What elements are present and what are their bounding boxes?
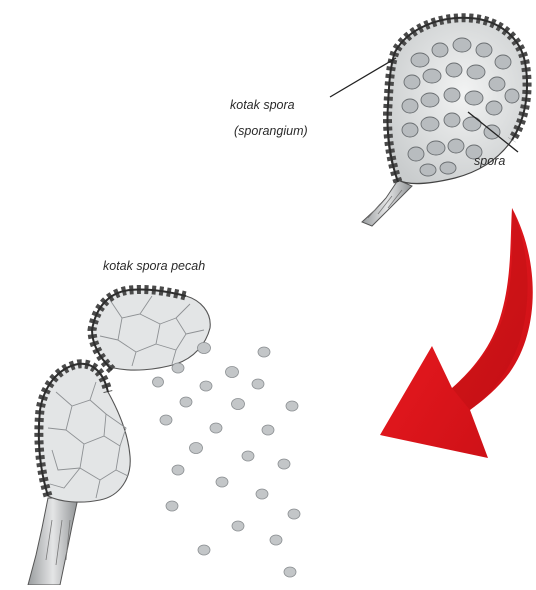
burst-upper-half bbox=[92, 289, 210, 370]
spore bbox=[166, 501, 178, 511]
spore bbox=[288, 509, 300, 519]
spore bbox=[278, 459, 290, 469]
spore bbox=[262, 425, 274, 435]
spore bbox=[198, 343, 211, 354]
spore bbox=[190, 443, 203, 454]
curved-arrow-down-left-icon bbox=[380, 208, 533, 458]
label-burst-sporangium: kotak spora pecah bbox=[103, 259, 205, 274]
spore bbox=[172, 465, 184, 475]
released-spores bbox=[153, 343, 301, 578]
spore bbox=[232, 399, 245, 410]
spore bbox=[216, 477, 228, 487]
label-spore: spora bbox=[474, 154, 505, 169]
label-sporangium-line2: (sporangium) bbox=[234, 124, 308, 139]
spore bbox=[270, 535, 282, 545]
spore bbox=[286, 401, 298, 411]
burst-sporangium bbox=[28, 289, 210, 585]
burst-stalk bbox=[28, 498, 78, 585]
spore bbox=[153, 377, 164, 387]
spore bbox=[226, 367, 239, 378]
label-sporangium-line1: kotak spora bbox=[230, 98, 295, 113]
spore bbox=[284, 567, 296, 577]
spore bbox=[210, 423, 222, 433]
spore bbox=[258, 347, 270, 357]
spore bbox=[200, 381, 212, 391]
spore bbox=[180, 397, 192, 407]
spore bbox=[172, 363, 184, 373]
spore bbox=[160, 415, 172, 425]
spore bbox=[256, 489, 268, 499]
spore bbox=[198, 545, 210, 555]
spore bbox=[252, 379, 264, 389]
spore bbox=[242, 451, 254, 461]
intact-sporangium bbox=[330, 18, 527, 226]
spore bbox=[232, 521, 244, 531]
